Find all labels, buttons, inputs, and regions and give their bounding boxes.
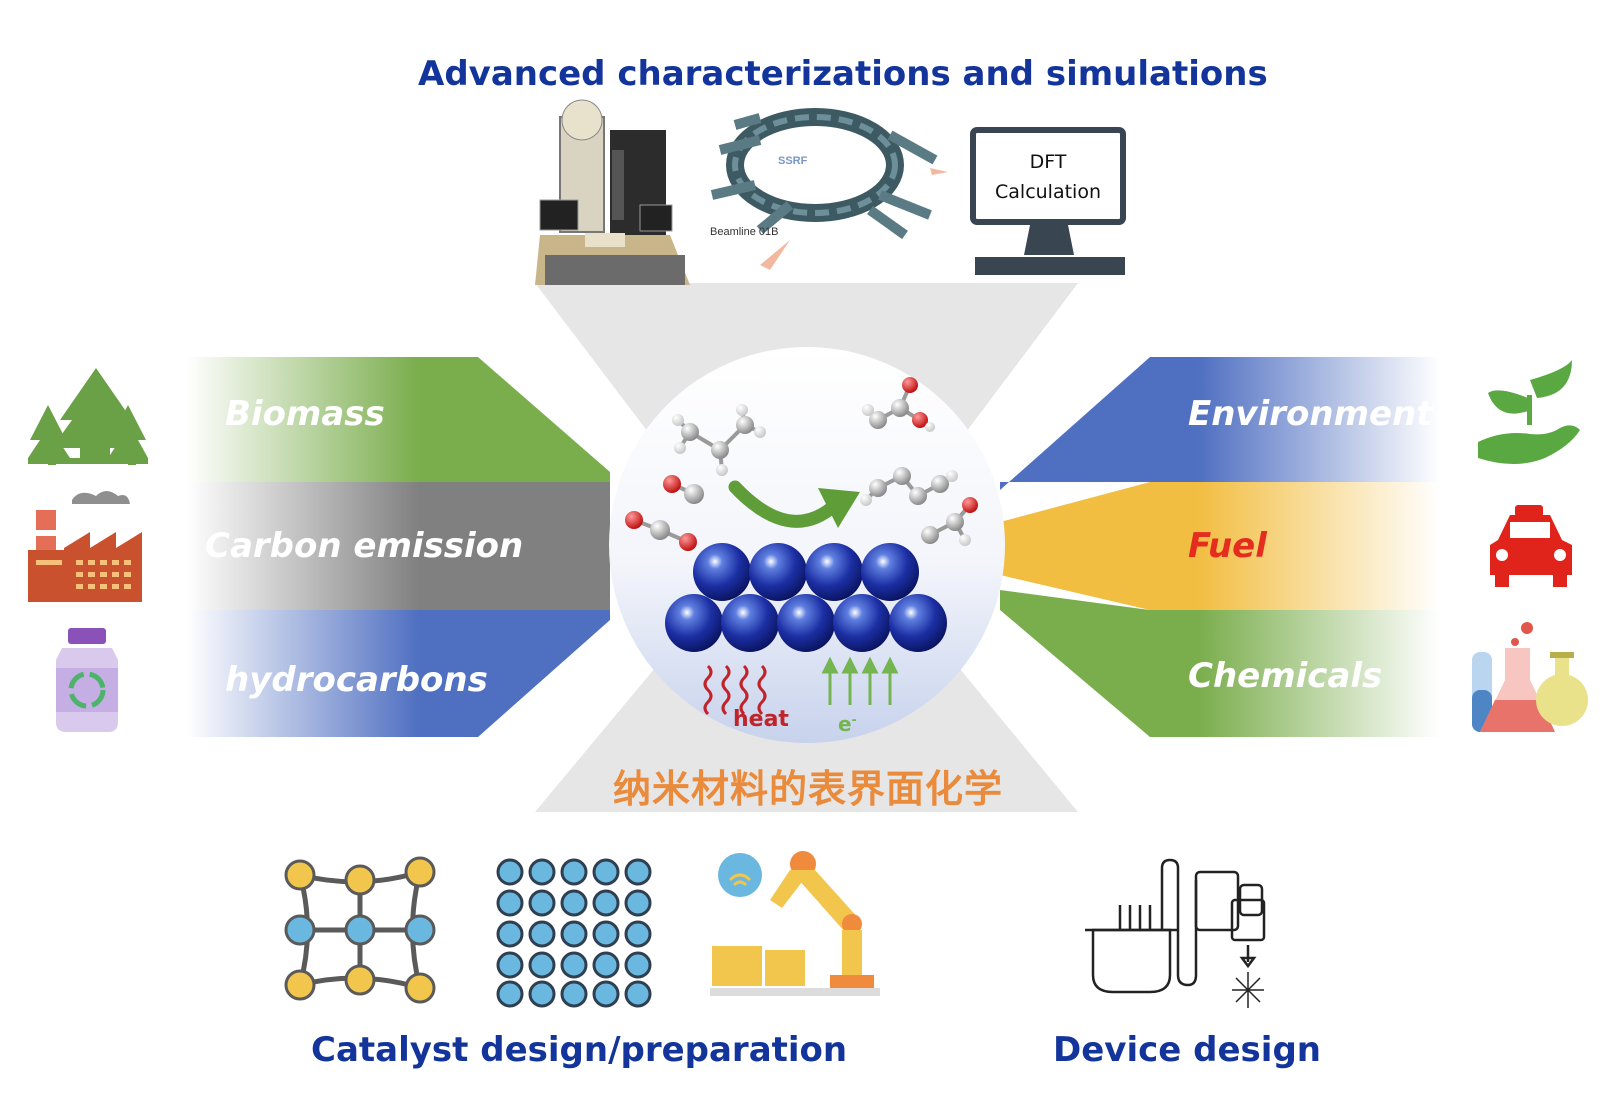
- lab-flasks-icon: [1472, 622, 1588, 732]
- reactant-atoms: [625, 404, 766, 551]
- band-chemicals: [1000, 590, 1440, 737]
- chinese-caption: 纳米材料的表界面化学: [613, 767, 1004, 811]
- band-label-carbon-emission: Carbon emission: [205, 526, 524, 566]
- band-hydrocarbons: [186, 610, 610, 737]
- dft-label-line2: Calculation: [995, 181, 1101, 203]
- electron-charge: -: [851, 712, 857, 727]
- catalyst-design-title: Catalyst design/preparation: [311, 1030, 848, 1070]
- band-biomass: [186, 357, 610, 482]
- electron-arrows: [821, 656, 899, 705]
- band-environment: [1000, 357, 1440, 490]
- band-label-chemicals: Chemicals: [1188, 656, 1383, 696]
- band-label-fuel: Fuel: [1188, 526, 1267, 566]
- recycle-bottle-icon: [56, 628, 118, 732]
- reactor-device-icon: [1085, 858, 1266, 1008]
- band-label-hydrocarbons: hydrocarbons: [225, 660, 488, 700]
- band-fuel: [1000, 482, 1440, 610]
- factory-icon: [28, 491, 142, 602]
- heat-waves: [703, 664, 767, 716]
- right-bands: [1000, 357, 1440, 737]
- electron-microscope-icon: [535, 99, 690, 285]
- plant-in-hand-icon: [1478, 360, 1580, 464]
- device-design-title: Device design: [1053, 1030, 1321, 1070]
- electron-symbol: e: [838, 712, 852, 736]
- computer-monitor-icon: [970, 127, 1126, 275]
- product-atoms: [860, 377, 978, 546]
- top-title: Advanced characterizations and simulatio…: [418, 54, 1268, 94]
- dft-label-line1: DFT: [1030, 151, 1067, 173]
- synchrotron-ring-icon: [710, 108, 948, 270]
- reaction-arrow: [728, 480, 860, 528]
- trees-icon: [28, 368, 148, 465]
- heat-label: heat: [733, 707, 789, 732]
- left-bands: [186, 357, 610, 737]
- band-carbon-emission: [186, 482, 610, 610]
- band-label-biomass: Biomass: [225, 394, 385, 434]
- electron-label: e-: [838, 712, 857, 736]
- car-icon: [1490, 505, 1572, 587]
- band-label-environment: Environment: [1188, 394, 1433, 434]
- robot-arm-icon: [710, 851, 880, 996]
- beamline-label: Beamline 01B: [710, 226, 779, 238]
- lattice-grid-icon: [284, 856, 436, 1004]
- chain-network-icon: [496, 858, 652, 1008]
- synchrotron-label: SSRF: [778, 155, 808, 167]
- reaction-circle: [609, 347, 1005, 743]
- catalyst-spheres: [665, 543, 947, 652]
